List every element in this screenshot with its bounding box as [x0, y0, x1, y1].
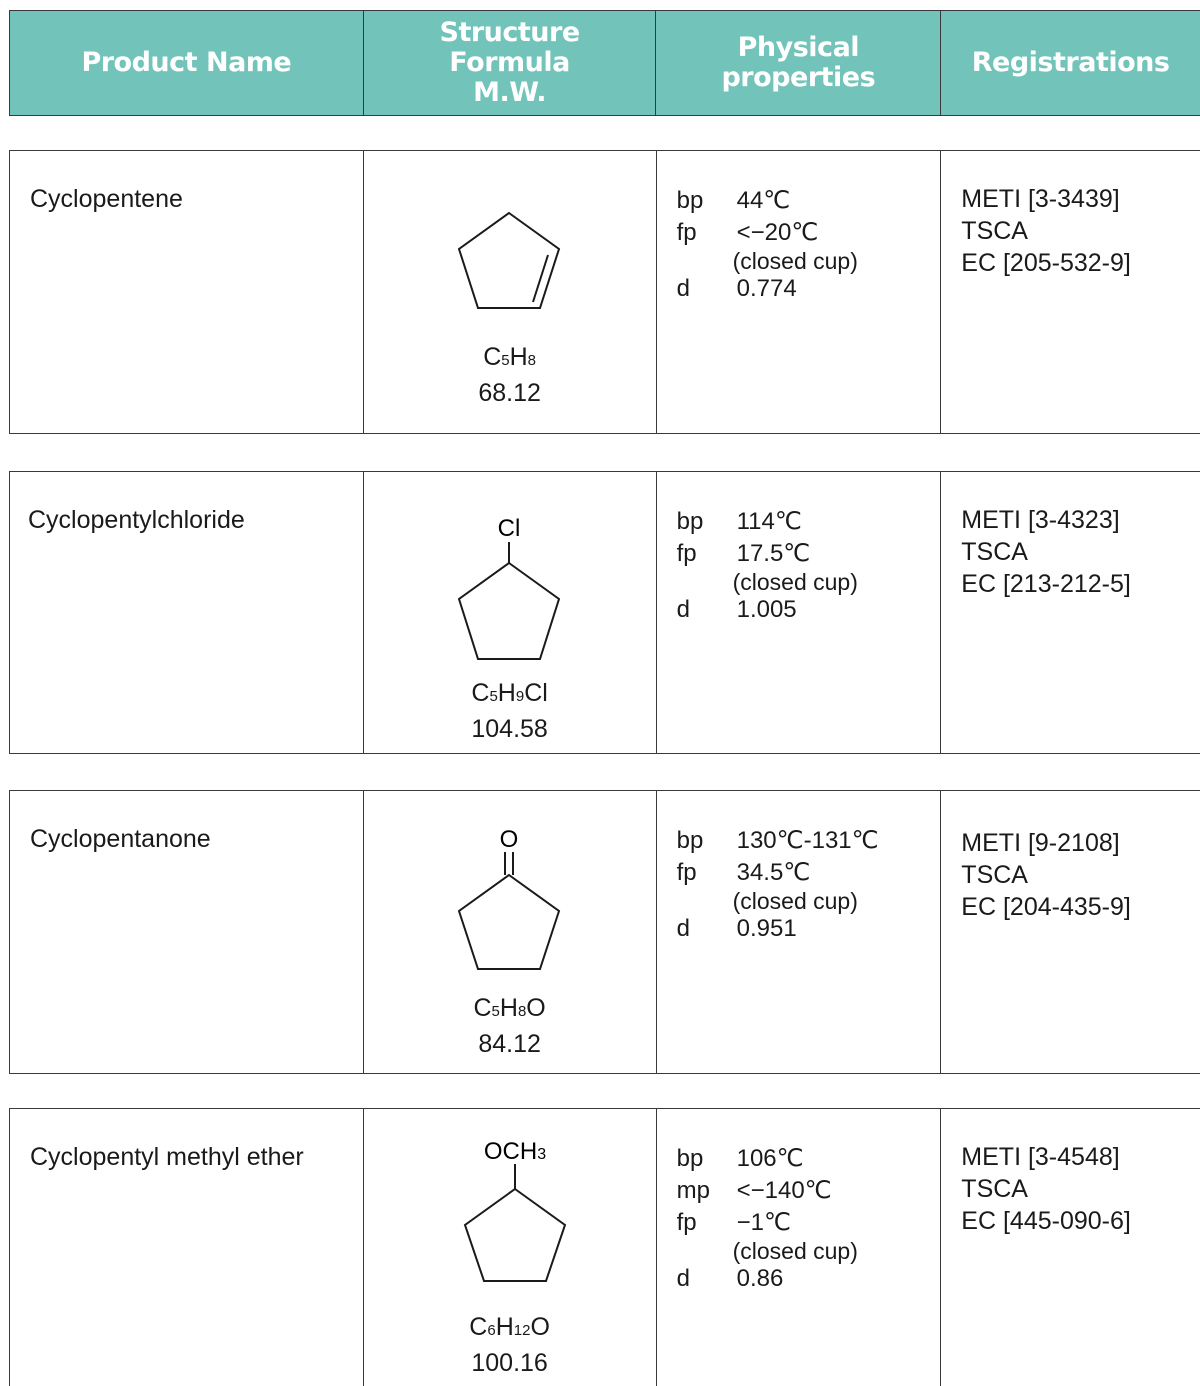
substituent-label: Cl — [498, 515, 521, 542]
cyclopentylchloride-structure: Cl — [457, 515, 561, 660]
molecular-formula: C5H8O — [473, 994, 546, 1022]
header-registrations: Registrations — [940, 11, 1200, 115]
header-physical-properties: Physical properties — [655, 11, 940, 115]
registrations: METI [3-4548] TSCA EC [445-090-6] — [940, 1109, 1200, 1386]
molecular-weight: 104.58 — [471, 715, 548, 743]
molecular-weight: 84.12 — [478, 1030, 541, 1058]
product-name: Cyclopentanone — [30, 825, 211, 853]
registrations: METI [3-4323] TSCA EC [213-212-5] — [940, 472, 1200, 753]
molecular-weight: 100.16 — [471, 1349, 548, 1377]
table-header: Product Name Structure Formula M.W. Phys… — [9, 10, 1200, 116]
molecular-formula: C5H9Cl — [471, 679, 548, 707]
registrations: METI [9-2108] TSCA EC [204-435-9] — [940, 791, 1200, 1073]
structure-cell: C5H8 68.12 — [362, 151, 656, 433]
molecular-weight: 68.12 — [478, 379, 541, 407]
structure-cell: Cl C5H9Cl 104.58 — [362, 472, 656, 753]
cyclopentanone-structure: O — [457, 826, 561, 970]
registrations: METI [3-3439] TSCA EC [205-532-9] — [940, 151, 1200, 433]
molecular-formula: C6H12O — [469, 1313, 550, 1341]
cyclopentene-structure — [457, 211, 561, 309]
header-product-name: Product Name — [81, 47, 292, 78]
substituent-label: OCH3 — [484, 1138, 546, 1165]
header-structure: Structure Formula M.W. — [362, 11, 656, 115]
cyclopentyl-methyl-ether-structure: OCH3 — [463, 1138, 567, 1282]
molecular-formula: C5H8 — [483, 343, 537, 371]
product-name: Cyclopentene — [30, 185, 183, 213]
structure-cell: OCH3 C6H12O 100.16 — [362, 1109, 656, 1386]
table-row: Cyclopentyl methyl ether OCH3 C6H12O 100… — [9, 1108, 1200, 1386]
product-name: Cyclopentylchloride — [28, 506, 245, 534]
structure-cell: O C5H8O 84.12 — [362, 791, 656, 1073]
product-name: Cyclopentyl methyl ether — [30, 1143, 304, 1171]
substituent-label: O — [500, 826, 519, 853]
